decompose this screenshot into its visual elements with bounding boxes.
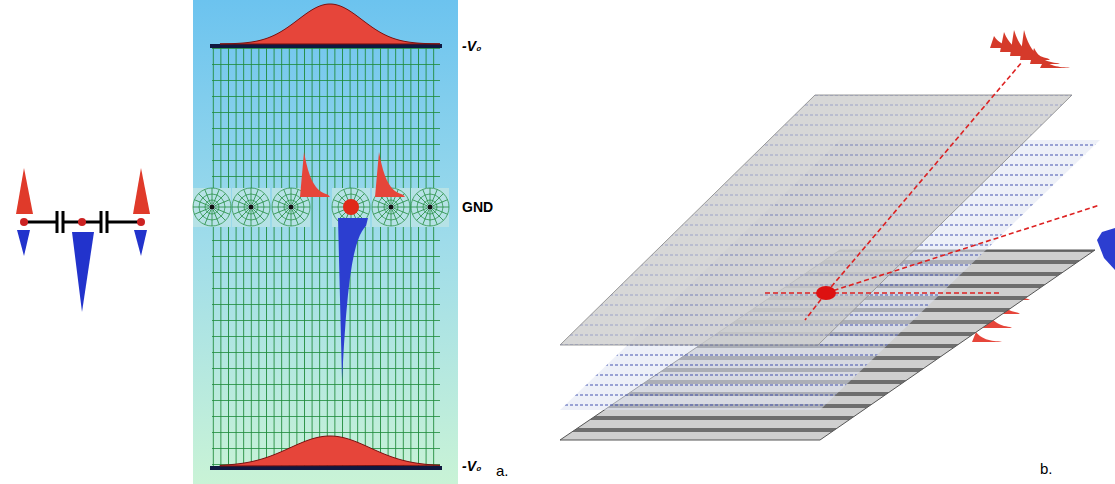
field-lines — [212, 47, 440, 467]
electrode-label: GND — [462, 199, 493, 215]
cathode-plane — [210, 44, 442, 48]
strip-signals — [1097, 228, 1115, 270]
electrode-label: -V₀ — [462, 38, 482, 54]
cathode-plane — [210, 466, 442, 470]
capacitor-symbol — [16, 168, 150, 312]
panel-label: b. — [1040, 460, 1053, 477]
field-panel — [193, 0, 458, 484]
equipotential-lines — [212, 228, 440, 468]
chamber-3d — [560, 62, 1100, 440]
electrode-label: -V₀ — [462, 458, 482, 474]
panel-label: a. — [496, 462, 509, 479]
equipotential-lines — [212, 47, 440, 187]
